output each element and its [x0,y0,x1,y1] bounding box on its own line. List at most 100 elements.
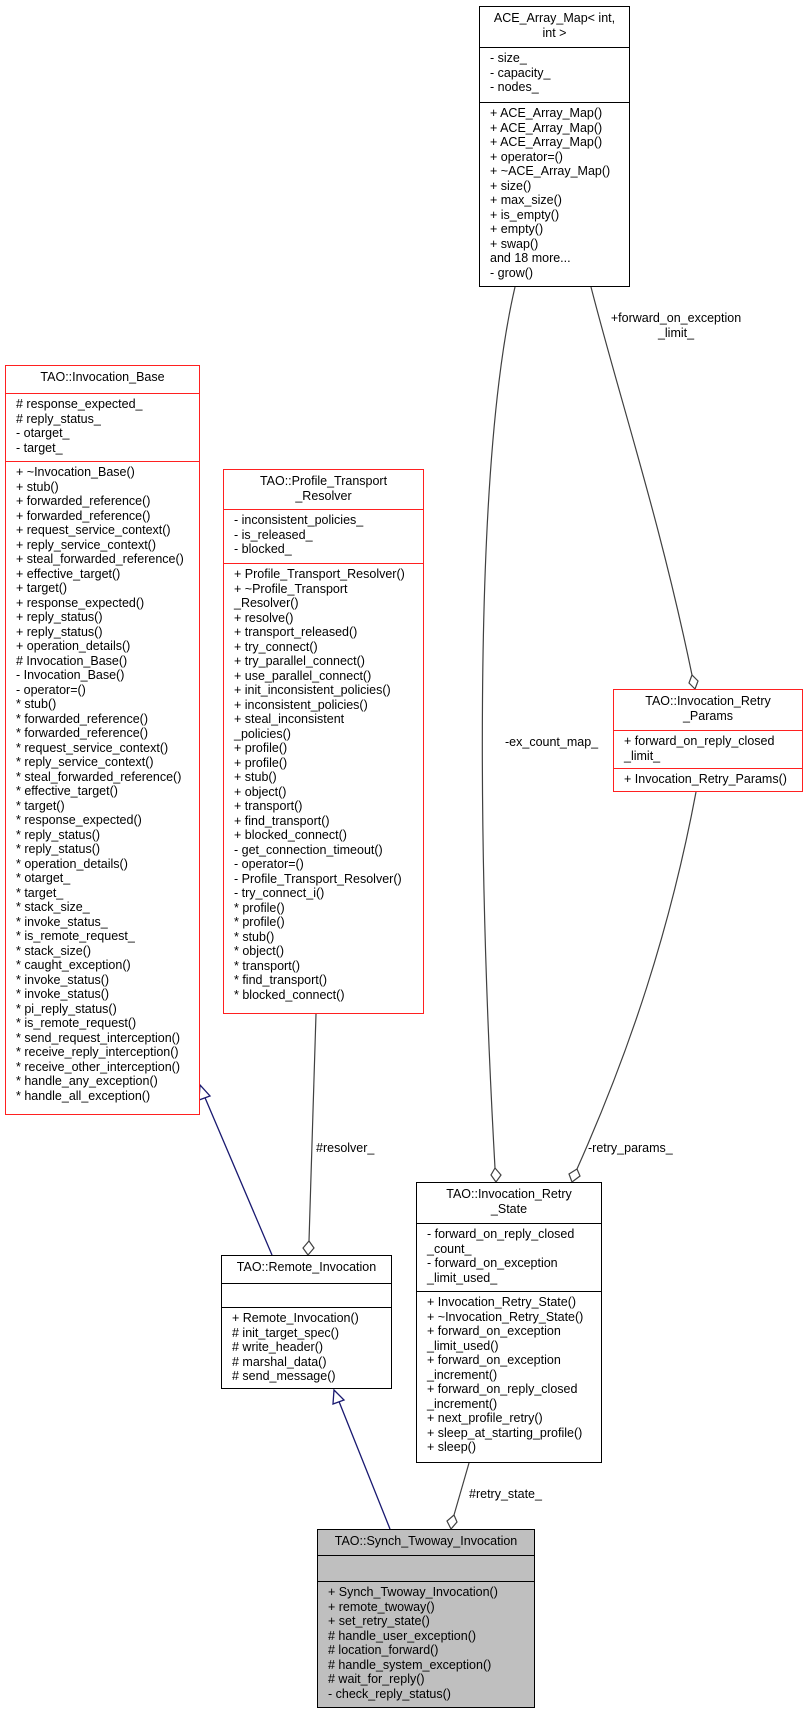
method-item[interactable]: + transport_released() [234,625,358,639]
method-item[interactable]: + operator=() [490,149,563,164]
method-item[interactable]: + find_transport() [234,813,330,828]
method-item[interactable]: - Invocation_Base() [16,668,125,682]
method-item[interactable]: * response_expected() [16,813,142,827]
method-item[interactable]: * transport() [234,958,300,973]
method-item[interactable]: + stub() [234,770,277,784]
method-item[interactable]: # send_message() [232,1369,336,1383]
method-item[interactable]: - get_connection_timeout() [234,842,383,857]
method-item[interactable]: + forwarded_reference() [16,508,151,523]
method-item[interactable]: * profile() [234,900,285,915]
method-item[interactable]: + init_inconsistent_policies() [234,683,391,697]
attribute-item[interactable]: # response_expected_ [16,397,143,411]
method-item[interactable]: + Synch_Twoway_Invocation() [328,1585,498,1599]
method-item[interactable]: # wait_for_reply() [328,1672,425,1686]
method-item[interactable]: + ~Invocation_Base() [16,465,135,479]
class-profile-transport-resolver[interactable]: TAO::Profile_Transport _Resolver - incon… [223,469,424,1014]
method-item[interactable]: + Remote_Invocation() [232,1311,359,1325]
attribute-item[interactable]: - nodes_ [490,80,539,94]
method-item[interactable]: + effective_target() [16,566,121,581]
method-item[interactable]: + Profile_Transport_Resolver() [234,567,405,581]
method-item[interactable]: * receive_reply_interception() [16,1045,179,1059]
method-item[interactable]: + empty() [490,222,544,236]
method-item[interactable]: + size() [490,178,532,193]
method-item[interactable]: + ~ACE_Array_Map() [490,164,611,178]
method-item[interactable]: + try_parallel_connect() [234,654,365,668]
method-item[interactable]: * handle_any_exception() [16,1074,158,1088]
method-item[interactable]: _Resolver() [234,596,299,610]
method-item[interactable]: _policies() [234,726,291,741]
method-item[interactable]: + stub() [16,479,59,494]
method-item[interactable]: - operator=() [16,682,86,697]
method-item[interactable]: # write_header() [232,1340,324,1354]
method-item[interactable]: + forward_on_exception [427,1353,561,1367]
method-item[interactable]: _increment() [427,1396,498,1411]
attribute-item[interactable]: - forward_on_reply_closed [427,1227,575,1241]
method-item[interactable]: * operation_details() [16,856,128,871]
method-item[interactable]: + ACE_Array_Map() [490,120,603,135]
method-item[interactable]: + response_expected() [16,595,145,610]
class-remote-invocation[interactable]: TAO::Remote_Invocation + Remote_Invocati… [221,1255,392,1389]
method-item[interactable]: * handle_all_exception() [16,1088,151,1103]
method-item[interactable]: * receive_other_interception() [16,1059,180,1074]
method-item[interactable]: * target_ [16,885,64,900]
method-item[interactable]: - operator=() [234,857,304,871]
method-item[interactable]: * steal_forwarded_reference() [16,769,182,784]
method-item[interactable]: + ~Profile_Transport [234,581,348,596]
method-item[interactable]: * request_service_context() [16,740,169,755]
method-item[interactable]: + transport() [234,799,303,813]
method-item[interactable]: * invoke_status_ [16,914,108,929]
method-item[interactable]: + inconsistent_policies() [234,697,368,712]
method-item[interactable]: * effective_target() [16,784,118,798]
method-item[interactable]: * invoke_status() [16,987,110,1001]
method-item[interactable]: + max_size() [490,193,562,207]
attribute-item[interactable]: _limit_used_ [427,1270,498,1285]
method-item[interactable]: * stack_size_ [16,900,90,914]
method-item[interactable]: # handle_system_exception() [328,1657,492,1672]
method-item[interactable]: # Invocation_Base() [16,653,128,668]
attribute-item[interactable]: - forward_on_exception [427,1256,558,1270]
method-item[interactable]: + request_service_context() [16,523,171,537]
method-item[interactable]: + remote_twoway() [328,1599,435,1614]
method-item[interactable]: * send_request_interception() [16,1030,180,1045]
attribute-item[interactable]: - otarget_ [16,426,70,440]
method-item[interactable]: + set_retry_state() [328,1614,430,1628]
method-item[interactable]: # handle_user_exception() [328,1628,477,1643]
method-item[interactable]: # location_forward() [328,1643,439,1657]
method-item[interactable]: + swap() [490,236,539,251]
method-item[interactable]: * pi_reply_status() [16,1001,117,1016]
method-item[interactable]: + blocked_connect() [234,828,347,842]
method-item[interactable]: * reply_status() [16,827,101,842]
attribute-item[interactable]: _count_ [427,1241,472,1256]
method-item[interactable]: + sleep_at_starting_profile() [427,1425,583,1440]
method-item[interactable]: + Invocation_Retry_State() [427,1295,577,1309]
method-item[interactable]: * forwarded_reference() [16,726,149,740]
attribute-item[interactable]: - is_released_ [234,527,313,542]
method-item[interactable]: - check_reply_status() [328,1686,451,1701]
method-item[interactable]: _limit_used() [427,1338,499,1353]
method-item[interactable]: * target() [16,798,65,813]
method-item[interactable]: + ACE_Array_Map() [490,106,603,120]
attribute-item[interactable]: - target_ [16,440,63,455]
class-invocation-base[interactable]: TAO::Invocation_Base # response_expected… [5,365,200,1115]
method-item[interactable]: * caught_exception() [16,958,131,972]
method-item[interactable]: + try_connect() [234,639,318,654]
method-item[interactable]: * stub() [16,697,57,711]
method-item[interactable]: - try_connect_i() [234,886,325,900]
method-item[interactable]: + use_parallel_connect() [234,668,372,683]
attribute-item[interactable]: _limit_ [624,748,661,763]
method-item[interactable]: * is_remote_request_ [16,929,135,943]
method-item[interactable]: and 18 more... [490,251,571,265]
method-item[interactable]: # init_target_spec() [232,1325,340,1340]
attribute-item[interactable]: - capacity_ [490,65,551,80]
method-item[interactable]: + forward_on_reply_closed [427,1382,578,1396]
class-synch-twoway-invocation[interactable]: TAO::Synch_Twoway_Invocation + Synch_Two… [317,1529,535,1708]
method-item[interactable]: * stub() [234,929,275,944]
method-item[interactable]: * forwarded_reference() [16,711,149,726]
method-item[interactable]: + object() [234,784,287,799]
method-item[interactable]: * blocked_connect() [234,987,345,1002]
method-item[interactable]: + forward_on_exception [427,1324,561,1338]
method-item[interactable]: - Profile_Transport_Resolver() [234,871,402,886]
method-item[interactable]: + reply_service_context() [16,537,156,552]
method-item[interactable]: * is_remote_request() [16,1016,137,1030]
method-item[interactable]: + profile() [234,741,288,755]
